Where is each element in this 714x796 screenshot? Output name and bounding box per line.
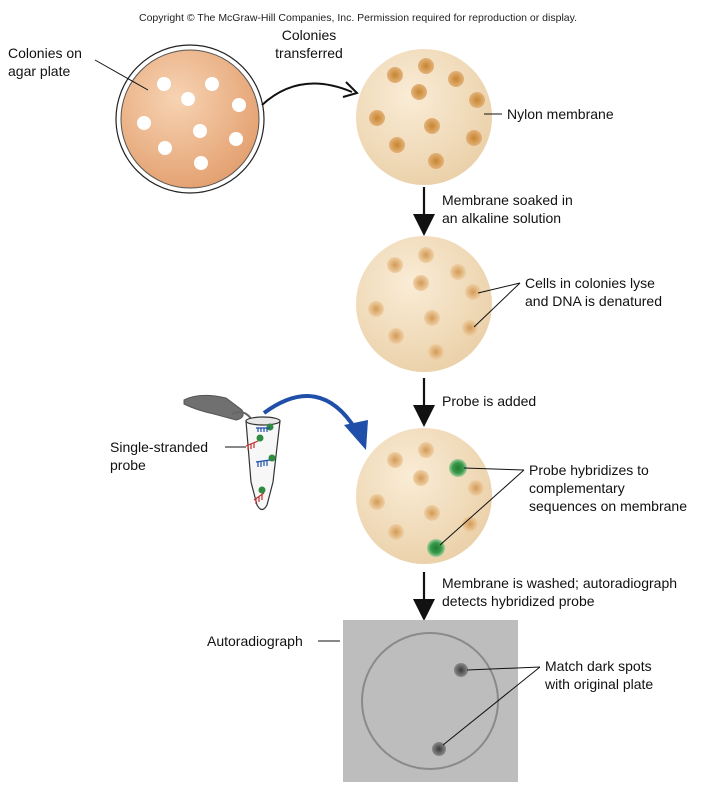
membrane-lysed xyxy=(356,236,492,372)
agar-plate xyxy=(115,44,265,194)
svg-text:Nylon membrane: Nylon membrane xyxy=(507,106,614,122)
svg-text:Colonies on: Colonies on xyxy=(8,45,82,61)
svg-text:Autoradiograph: Autoradiograph xyxy=(207,633,303,649)
transferred-label: Colonies transferred xyxy=(275,27,343,61)
nylon-membrane-label: Nylon membrane xyxy=(484,106,614,122)
svg-text:Cells in colonies lyse: Cells in colonies lyse xyxy=(525,275,655,291)
hybridized-spots xyxy=(427,459,467,557)
wash-step-label: Membrane is washed; autoradiograph detec… xyxy=(442,575,677,609)
match-label: Match dark spots with original plate xyxy=(442,658,653,746)
plate-colonies xyxy=(137,77,246,170)
single-stranded-probe-label: Single-stranded probe xyxy=(110,439,246,473)
transfer-arrow xyxy=(261,81,359,106)
copyright-text: Copyright © The McGraw-Hill Companies, I… xyxy=(139,12,577,24)
svg-text:Membrane soaked in: Membrane soaked in xyxy=(442,192,573,208)
svg-text:agar plate: agar plate xyxy=(8,63,70,79)
svg-text:Probe hybridizes to: Probe hybridizes to xyxy=(529,462,649,478)
svg-text:Colonies: Colonies xyxy=(282,27,336,43)
hybridizes-label: Probe hybridizes to complementary sequen… xyxy=(439,462,687,546)
svg-text:an alkaline solution: an alkaline solution xyxy=(442,210,561,226)
svg-text:and DNA is denatured: and DNA is denatured xyxy=(525,293,662,309)
autoradiograph-film xyxy=(343,620,518,782)
membrane2-colonies xyxy=(368,247,481,360)
svg-text:Membrane is washed; autoradiog: Membrane is washed; autoradiograph xyxy=(442,575,677,591)
dark-spots xyxy=(432,663,468,756)
svg-text:with original plate: with original plate xyxy=(544,676,653,692)
probe-molecules xyxy=(245,423,276,504)
probe-add-arrow xyxy=(262,394,368,450)
svg-text:transferred: transferred xyxy=(275,45,343,61)
membrane-hybridized xyxy=(356,428,492,564)
lyse-label: Cells in colonies lyse and DNA is denatu… xyxy=(473,275,662,328)
svg-text:complementary: complementary xyxy=(529,480,625,496)
nylon-membrane-1 xyxy=(356,49,492,185)
svg-text:sequences on membrane: sequences on membrane xyxy=(529,498,687,514)
probe-tube xyxy=(183,394,281,511)
svg-text:Single-stranded: Single-stranded xyxy=(110,439,208,455)
membrane3-colonies xyxy=(369,442,484,540)
colonies-plate-label: Colonies on agar plate xyxy=(8,45,149,91)
autoradiograph-label: Autoradiograph xyxy=(207,633,340,649)
probe-step-label: Probe is added xyxy=(442,393,536,409)
svg-text:detects hybridized probe: detects hybridized probe xyxy=(442,593,595,609)
svg-text:probe: probe xyxy=(110,457,146,473)
svg-text:Match dark spots: Match dark spots xyxy=(545,658,652,674)
membrane1-colonies xyxy=(369,58,485,169)
soak-step-label: Membrane soaked in an alkaline solution xyxy=(442,192,573,226)
